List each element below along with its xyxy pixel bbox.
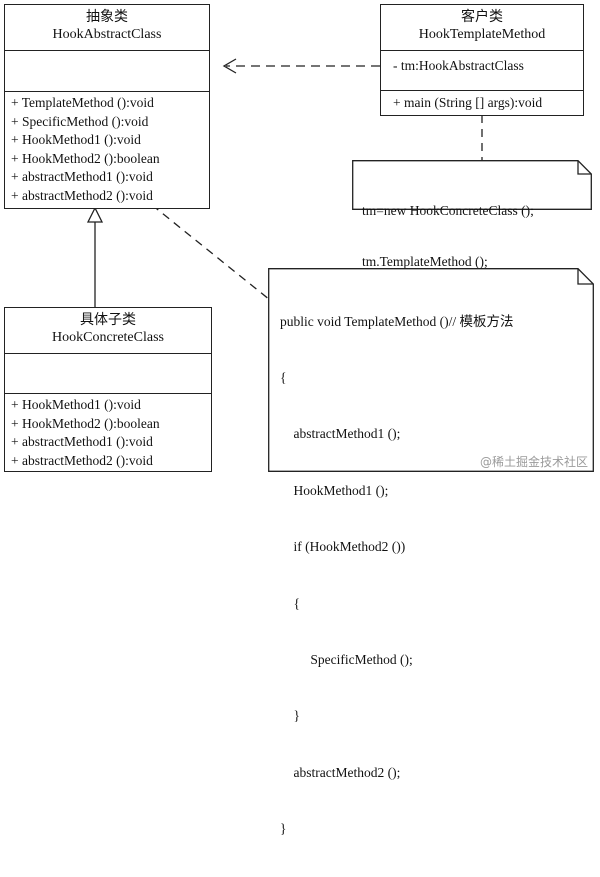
template-note-text: public void TemplateMethod ()// 模板方法 { a…	[280, 275, 514, 877]
note-frame	[268, 268, 594, 472]
concrete-class-attributes	[5, 353, 211, 393]
method-item: + abstractMethod1 ():void	[11, 434, 153, 450]
client-code-note[interactable]: tm=new HookConcreteClass (); tm.Template…	[352, 160, 592, 269]
abstract-class-attributes	[5, 50, 209, 91]
abstract-class-title-cn: 抽象类	[86, 10, 128, 25]
method-item: + TemplateMethod ():void	[11, 95, 154, 110]
code-line: }	[280, 708, 300, 724]
connector-layer	[86, 58, 483, 307]
dependency-arrowhead	[222, 58, 237, 74]
template-method-note[interactable]: public void TemplateMethod ()// 模板方法 { a…	[268, 268, 594, 836]
abstract-class-header: 抽象类 HookAbstractClass	[5, 9, 209, 43]
client-class-title-en: HookTemplateMethod	[418, 27, 546, 42]
note-line: tm.TemplateMethod ();	[362, 254, 488, 269]
code-line: if (HookMethod2 ())	[280, 539, 406, 555]
attribute-item: - tm:HookAbstractClass	[393, 58, 524, 73]
client-class-title-cn: 客户类	[461, 10, 503, 25]
method-item: + abstractMethod2 ():void	[11, 452, 153, 468]
method-item: + abstractMethod1 ():void	[11, 169, 153, 185]
method-item: + abstractMethod2 ():void	[11, 187, 153, 203]
concrete-class-title-cn: 具体子类	[80, 313, 136, 328]
abstract-class-methods: + TemplateMethod ():void + SpecificMetho…	[5, 91, 209, 206]
abstract-class-title-en: HookAbstractClass	[52, 27, 162, 42]
method-item: + HookMethod2 ():boolean	[11, 415, 160, 431]
code-line: abstractMethod2 ();	[280, 764, 401, 780]
code-line: public void TemplateMethod ()// 模板方法	[280, 313, 514, 329]
code-line: {	[280, 369, 287, 385]
method-item: + SpecificMethod ():void	[11, 113, 149, 129]
client-class-box[interactable]: 客户类 HookTemplateMethod - tm:HookAbstract…	[380, 4, 584, 116]
client-note-text: tm=new HookConcreteClass (); tm.Template…	[362, 168, 534, 304]
code-line: HookMethod1 ();	[280, 482, 389, 498]
watermark: @稀土掘金技术社区	[479, 455, 588, 469]
note-line: tm=new HookConcreteClass ();	[362, 203, 534, 218]
method-item: + main (String [] args):void	[393, 95, 543, 110]
concrete-class-methods: + HookMethod1 ():void + HookMethod2 ():b…	[5, 393, 211, 470]
code-line: abstractMethod1 ();	[280, 426, 401, 442]
method-item: + HookMethod2 ():boolean	[11, 150, 160, 166]
client-class-methods: + main (String [] args):void	[381, 90, 583, 113]
method-item: + HookMethod1 ():void	[11, 397, 141, 412]
generalization-arrowhead	[86, 206, 104, 223]
code-line: }	[280, 821, 287, 837]
concrete-class-title-en: HookConcreteClass	[52, 330, 164, 345]
note-frame	[352, 160, 592, 210]
concrete-class-header: 具体子类 HookConcreteClass	[5, 312, 211, 346]
code-line: {	[280, 595, 300, 611]
abstract-class-box[interactable]: 抽象类 HookAbstractClass + TemplateMethod (…	[4, 4, 210, 209]
template-note-anchor	[151, 204, 271, 301]
client-class-attributes: - tm:HookAbstractClass	[381, 50, 583, 90]
client-class-header: 客户类 HookTemplateMethod	[381, 9, 583, 43]
code-line: SpecificMethod ();	[280, 651, 413, 667]
concrete-class-box[interactable]: 具体子类 HookConcreteClass + HookMethod1 ():…	[4, 307, 212, 472]
method-item: + HookMethod1 ():void	[11, 132, 141, 148]
